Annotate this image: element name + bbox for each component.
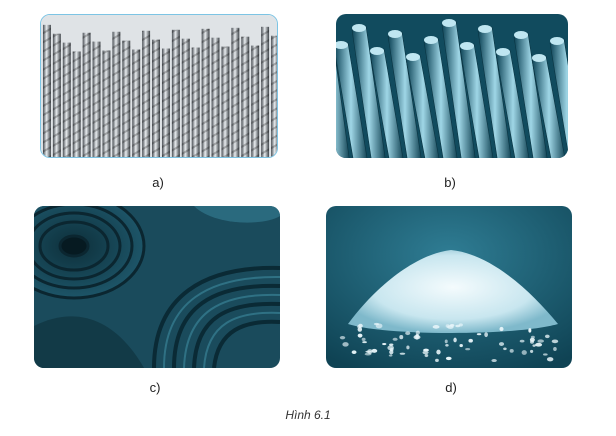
figure-caption: Hình 6.1 — [285, 408, 331, 422]
steel-rebar-image — [40, 14, 278, 158]
steel-rebar-icon — [41, 15, 277, 157]
plastic-granules-icon — [326, 206, 572, 368]
caption-b: b) — [444, 175, 456, 190]
caption-a: a) — [152, 175, 164, 190]
metal-rods-icon — [336, 14, 568, 158]
plastic-granules-image — [326, 206, 572, 368]
caption-d: d) — [445, 380, 457, 395]
metal-rods-image — [336, 14, 568, 158]
rubber-rolls-image — [34, 206, 280, 368]
caption-c: c) — [149, 380, 161, 395]
rubber-rolls-icon — [34, 206, 280, 368]
